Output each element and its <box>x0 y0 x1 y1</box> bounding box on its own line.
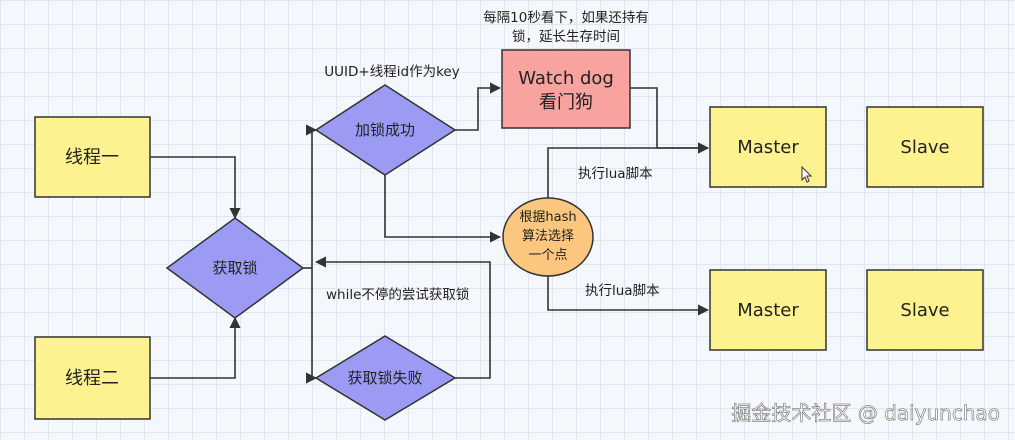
master1-label: Master <box>737 137 799 158</box>
slave1-node: Slave <box>866 106 984 188</box>
watchdog-note-line1: 每隔10秒看下，如果还持有 <box>483 10 649 26</box>
edge-thread1-to-acquire <box>150 156 241 220</box>
lock-fail-node: 获取锁失败 <box>314 335 457 421</box>
lua-bottom-label: 执行lua脚本 <box>585 283 660 299</box>
watchdog-title: Watch dog <box>518 68 614 89</box>
thread1-node: 线程一 <box>34 116 151 198</box>
edges <box>150 82 710 384</box>
watermark: 掘金技术社区 @ daiyunchao <box>731 401 1000 425</box>
edge-fail-retry <box>314 256 491 379</box>
lua-top-label: 执行lua脚本 <box>578 166 653 182</box>
thread2-label: 线程二 <box>65 368 119 389</box>
hash-line2: 算法选择 <box>522 229 574 244</box>
retry-label: while不停的尝试获取锁 <box>326 286 469 303</box>
acquire-lock-node: 获取锁 <box>165 217 305 319</box>
hash-select-node: 根据hash 算法选择 一个点 <box>502 197 594 277</box>
master2-label: Master <box>737 300 799 321</box>
edge-hash-to-master1 <box>547 142 710 198</box>
watchdog-node: Watch dog 看门狗 <box>501 49 631 129</box>
acquire-lock-label: 获取锁 <box>212 259 257 277</box>
slave2-node: Slave <box>866 269 984 351</box>
watchdog-subtitle: 看门狗 <box>539 92 593 113</box>
hash-line1: 根据hash <box>519 210 576 225</box>
edge-hash-to-master2 <box>547 276 710 316</box>
uuid-key-label: UUID+线程id作为key <box>324 64 459 80</box>
slave2-label: Slave <box>900 300 949 321</box>
edge-success-to-watchdog <box>455 82 502 131</box>
thread2-node: 线程二 <box>34 336 151 420</box>
master2-node: Master <box>709 269 827 351</box>
lock-success-node: 加锁成功 <box>314 84 457 176</box>
thread1-label: 线程一 <box>65 147 119 168</box>
lock-success-label: 加锁成功 <box>355 121 415 139</box>
slave1-label: Slave <box>900 137 949 158</box>
watchdog-note-line2: 锁，延长生存时间 <box>512 29 620 45</box>
lock-fail-label: 获取锁失败 <box>347 369 422 387</box>
edge-success-to-hash <box>384 175 502 243</box>
edge-thread2-to-acquire <box>150 316 241 379</box>
mouse-pointer-icon <box>801 165 813 183</box>
hash-line3: 一个点 <box>528 248 567 263</box>
edge-watchdog-to-master1 <box>630 87 710 154</box>
